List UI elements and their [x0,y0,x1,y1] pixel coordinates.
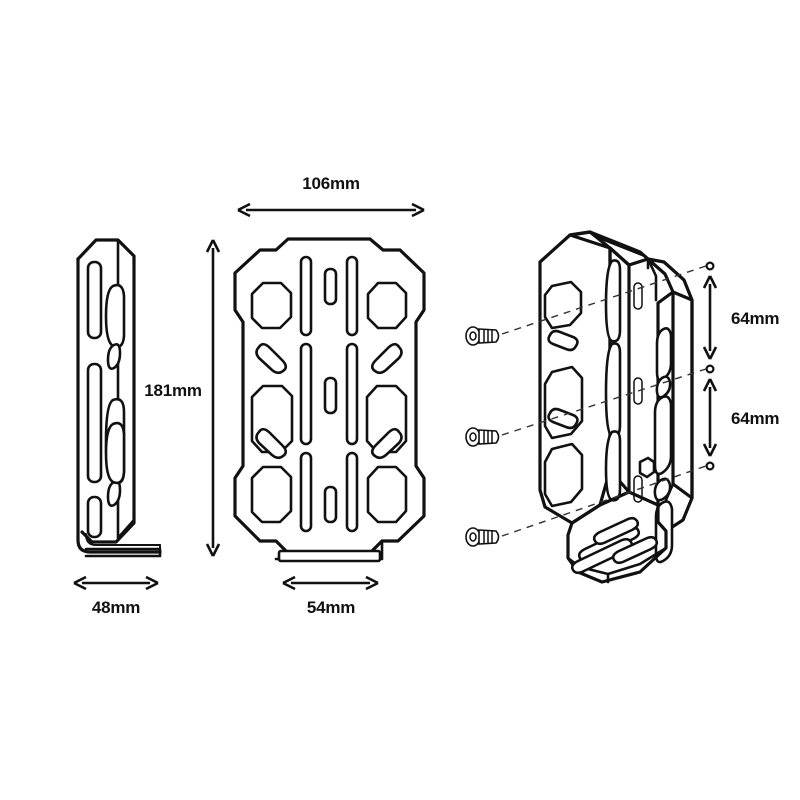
mounting-screw [465,326,500,346]
mounting-screws [465,326,500,547]
dimension-width-bottom: 54mm [282,575,379,617]
dimension-hole-spacing-upper: 64mm [702,275,780,360]
mounting-screw [465,527,500,547]
mounting-screw [465,427,500,447]
dimension-label-64mm-lower: 64mm [731,409,779,428]
dimension-label-106mm: 106mm [302,174,360,193]
iso-view [538,230,694,584]
dimension-height-left: 181mm [144,239,221,557]
dimension-label-48mm: 48mm [92,598,140,617]
dimension-depth-side: 48mm [73,575,159,617]
dimension-hole-spacing-lower: 64mm [702,378,780,457]
alignment-leader-lines [501,265,707,537]
dimension-label-64mm-upper: 64mm [731,309,779,328]
side-view [76,238,162,558]
dimension-label-54mm: 54mm [307,598,355,617]
dimension-label-181mm: 181mm [144,381,202,400]
dimension-width-top: 106mm [237,174,425,218]
hole-markers [705,261,715,471]
front-view [233,237,426,563]
